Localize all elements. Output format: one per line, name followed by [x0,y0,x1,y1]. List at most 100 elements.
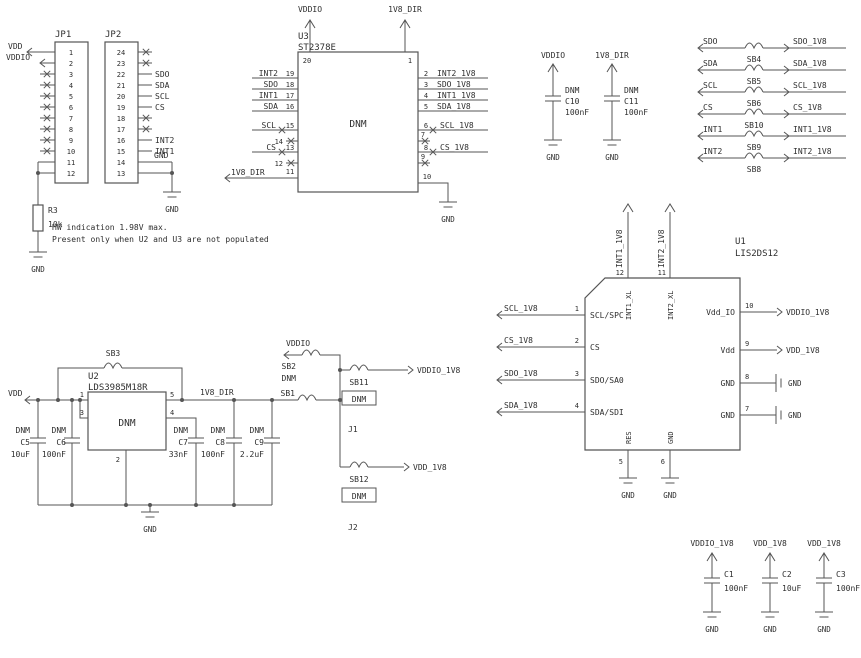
net-label: CS_1V8 [793,103,822,112]
net-label-gnd: GND [154,151,169,160]
u3-left-nc-stubs [286,140,298,164]
c9-dnm: DNM [250,426,265,435]
bridge-row-sb5: SDA SDA_1V8 SB5 [697,59,846,86]
net-label: SDO [703,37,718,46]
junction-dot [70,503,74,507]
net-flag-icon [776,307,783,317]
bridge-row-sb10: CS CS_1V8 SB10 [697,103,846,130]
net-label: INT1_1V8 [793,125,832,134]
net-label: INT2_1V8 [793,147,832,156]
wire [166,417,197,438]
pin-number: 13 [286,144,294,152]
pin-number: 11 [658,269,666,277]
bridge-row-sb4: SDO SDO_1V8 SB4 [697,37,846,64]
u3-left-wires [252,77,298,153]
bridge-ref: SB12 [349,475,368,484]
net-label-sda: SDA [155,81,170,90]
gnd-label: GND [788,379,802,388]
bridge-row-sb9: INT1 INT1_1V8 SB9 [697,125,846,152]
jp2-pin-number: 24 [117,49,125,57]
capacitor-icon [187,437,205,444]
jp2-pin-number: 14 [117,159,125,167]
solder-bridge-icon [744,42,764,49]
pin-number: 14 [275,138,283,146]
jp2-stubs [138,51,172,174]
decoupling-c11: 1V8_DIR GND DNM C11 100nF [595,51,648,162]
net-label: SDA [703,59,718,68]
pin-number: 7 [421,131,425,139]
ground-icon [162,191,182,198]
gnd-label: GND [605,153,619,162]
pin-name: RES [625,431,633,444]
pin-number: 5 [424,103,428,111]
ground-icon [775,373,782,393]
pin-number: 4 [575,402,579,410]
regulator-u2: VDD U2 LDS3985M18R DNM 1 3 5 4 2 SB3 1V8… [8,349,298,534]
jp2-pin-number: 18 [117,115,125,123]
junction-dot [270,398,274,402]
net-label: SDO_1V8 [437,80,471,89]
net-label: VDD_1V8 [807,539,841,548]
pin-number: 20 [303,57,311,65]
pin-name: GND [667,431,675,444]
bridge-ref: SB9 [747,143,762,152]
gnd-label: GND [546,153,560,162]
ground-icon [775,405,782,425]
net-label: CS_1V8 [504,336,533,345]
c1-ref: C1 [724,570,734,579]
c5-value: 10uF [11,450,30,459]
pin-number: 7 [745,405,749,413]
gnd-label: GND [143,525,157,534]
pin-number: 16 [286,103,294,111]
u2-part: LDS3985M18R [88,383,148,393]
c6-dnm: DNM [52,426,67,435]
net-label: CS_1V8 [440,143,469,152]
c11-ref: C11 [624,97,639,106]
jumper-network: VDDIO SB2 DNM SB1 VDDIO_1V8 SB11 DNM J1 … [281,339,461,532]
jp2-pin-number: 20 [117,93,125,101]
pin-number: 4 [170,409,174,417]
ground-icon [660,477,680,484]
c9-value: 2.2uF [240,450,264,459]
net-label-1v8-dir: 1V8_DIR [200,388,234,397]
jp2-pin-number: 13 [117,170,125,178]
jp1-ref: JP1 [55,30,71,40]
connector-jp1: VDD VDDIO JP1 1 2 3 4 5 6 7 8 9 10 11 12 [6,30,89,205]
pin-name: INT1_XL [625,290,633,320]
connector-jp2: JP2 24 23 22 21 20 19 18 17 16 15 14 13 … [104,30,182,214]
junction-dot [338,398,342,402]
c8-dnm: DNM [211,426,226,435]
c2-ref: C2 [782,570,792,579]
net-flag-icon [407,365,414,375]
output-cap-c2: VDD_1V8 C2 10uF GND [753,539,801,634]
u1-ref: U1 [735,237,746,247]
net-label-scl: SCL [155,92,170,101]
jp2-pin-number: 21 [117,82,125,90]
jp1-pin-number: 9 [69,137,73,145]
sb2-dnm: DNM [282,374,297,383]
net-flag-icon [776,345,783,355]
pin-number: 6 [424,122,428,130]
pin-number: 19 [286,70,294,78]
r3-value: 10k [48,220,63,229]
gnd-label: GND [763,625,777,634]
net-label: SCL [262,121,277,130]
resistor-icon [32,204,44,232]
pin-number: 10 [745,302,753,310]
wire [320,354,341,370]
c10-dnm: DNM [565,86,580,95]
net-label-vddio-1v8: VDDIO_1V8 [417,366,461,375]
solder-bridge-icon [744,130,764,137]
ground-icon [602,139,622,146]
solder-bridge-icon [103,362,123,369]
pin-name: CS [590,343,600,352]
capacitor-icon [29,437,47,444]
decoupling-c10: VDDIO GND DNM C10 100nF [541,51,589,162]
pin-number: 3 [80,409,84,417]
c10-ref: C10 [565,97,580,106]
ground-icon [28,251,48,258]
ground-icon [618,477,638,484]
c5-dnm: DNM [16,426,31,435]
net-label-sdo: SDO [155,70,170,79]
note-text: HW indication 1.98V max. [52,223,168,232]
